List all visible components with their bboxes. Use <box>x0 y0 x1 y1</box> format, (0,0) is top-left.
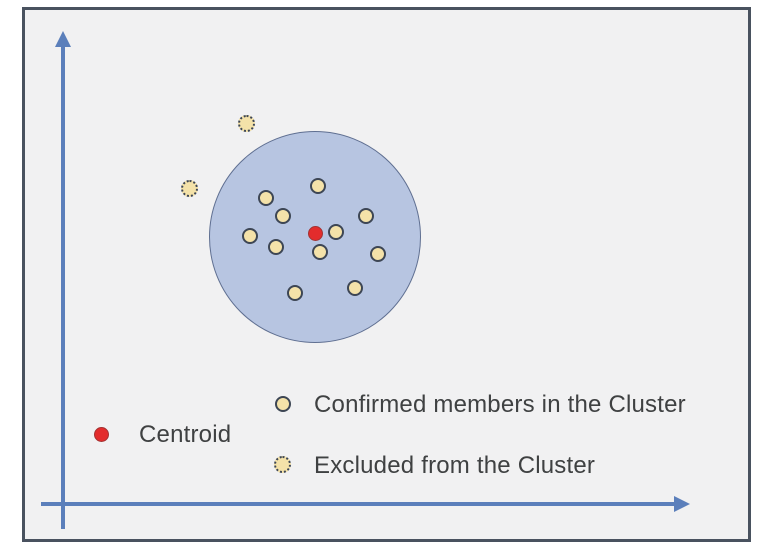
x-axis-line <box>41 502 675 506</box>
excluded-legend-marker-icon <box>274 456 291 473</box>
legend-centroid-label: Centroid <box>139 421 232 448</box>
legend-excluded-label: Excluded from the Cluster <box>314 452 596 479</box>
legend-confirmed-label: Confirmed members in the Cluster <box>314 391 686 418</box>
confirmed-legend-marker-icon <box>275 396 291 412</box>
x-axis-arrowhead-icon <box>674 496 690 512</box>
y-axis-arrowhead-icon <box>55 31 71 47</box>
cluster-boundary-circle <box>209 131 421 343</box>
centroid-legend-marker-icon <box>94 427 109 442</box>
y-axis-line <box>61 45 65 529</box>
